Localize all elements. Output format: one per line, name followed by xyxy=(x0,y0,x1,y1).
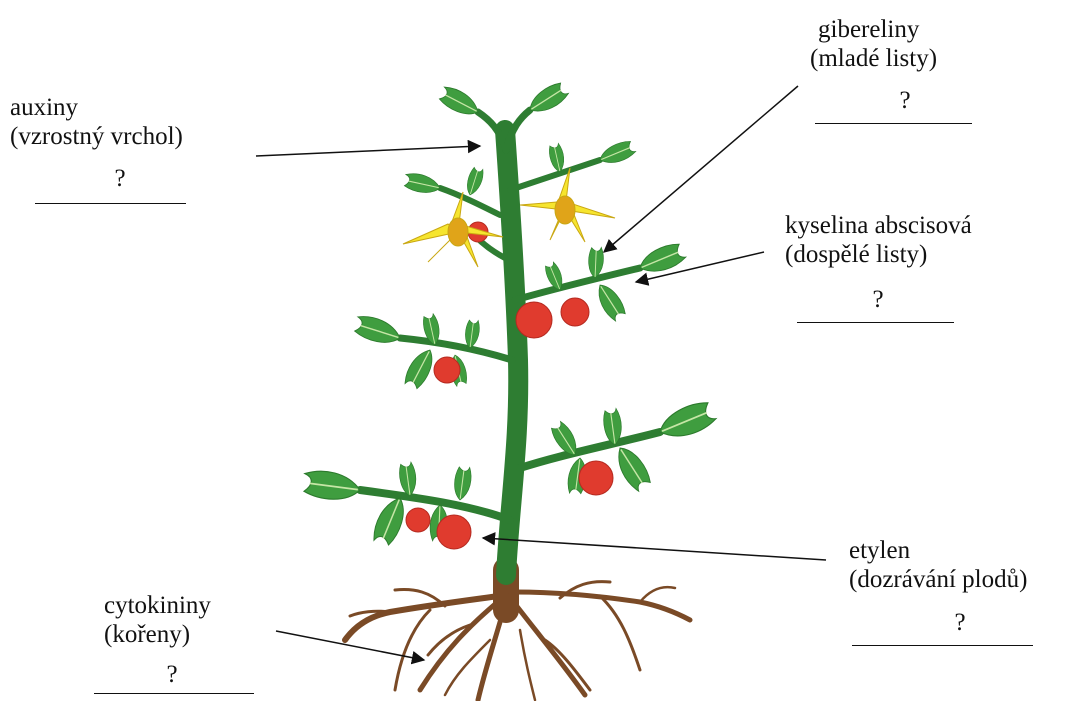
label-cytokininy: cytokininy (kořeny) xyxy=(104,591,211,649)
answer-blank-auxiny[interactable] xyxy=(35,203,186,204)
label-auxiny: auxiny (vzrostný vrchol) xyxy=(10,93,183,151)
label-gibereliny-name: gibereliny xyxy=(818,15,937,44)
label-kyselina-abscisova: kyselina abscisová (dospělé listy) xyxy=(785,211,972,269)
answer-auxiny: ? xyxy=(95,164,145,193)
answer-cytokininy: ? xyxy=(147,660,197,689)
roots xyxy=(345,570,690,700)
arrow-auxiny xyxy=(256,146,480,156)
answer-blank-gibereliny[interactable] xyxy=(815,123,972,124)
label-etylen: etylen (dozrávání plodů) xyxy=(849,536,1027,594)
label-auxiny-name: auxiny xyxy=(10,93,183,122)
answer-blank-kyselina[interactable] xyxy=(797,322,954,323)
arrow-etylen xyxy=(483,538,826,560)
answer-blank-etylen[interactable] xyxy=(852,645,1033,646)
answer-etylen: ? xyxy=(935,608,985,637)
label-kyselina-detail: (dospělé listy) xyxy=(785,240,972,269)
stem xyxy=(360,110,660,575)
label-etylen-name: etylen xyxy=(849,536,1027,565)
label-gibereliny: gibereliny (mladé listy) xyxy=(818,15,937,73)
label-etylen-detail: (dozrávání plodů) xyxy=(849,565,1027,594)
label-cytokininy-name: cytokininy xyxy=(104,591,211,620)
label-auxiny-detail: (vzrostný vrchol) xyxy=(10,122,183,151)
label-kyselina-name: kyselina abscisová xyxy=(785,211,972,240)
answer-kyselina: ? xyxy=(853,285,903,314)
label-gibereliny-detail: (mladé listy) xyxy=(810,44,937,73)
label-cytokininy-detail: (kořeny) xyxy=(104,620,211,649)
answer-gibereliny: ? xyxy=(880,86,930,115)
arrow-gibereliny xyxy=(604,86,798,252)
pointer-arrows xyxy=(256,86,826,660)
answer-blank-cytokininy[interactable] xyxy=(94,693,254,694)
